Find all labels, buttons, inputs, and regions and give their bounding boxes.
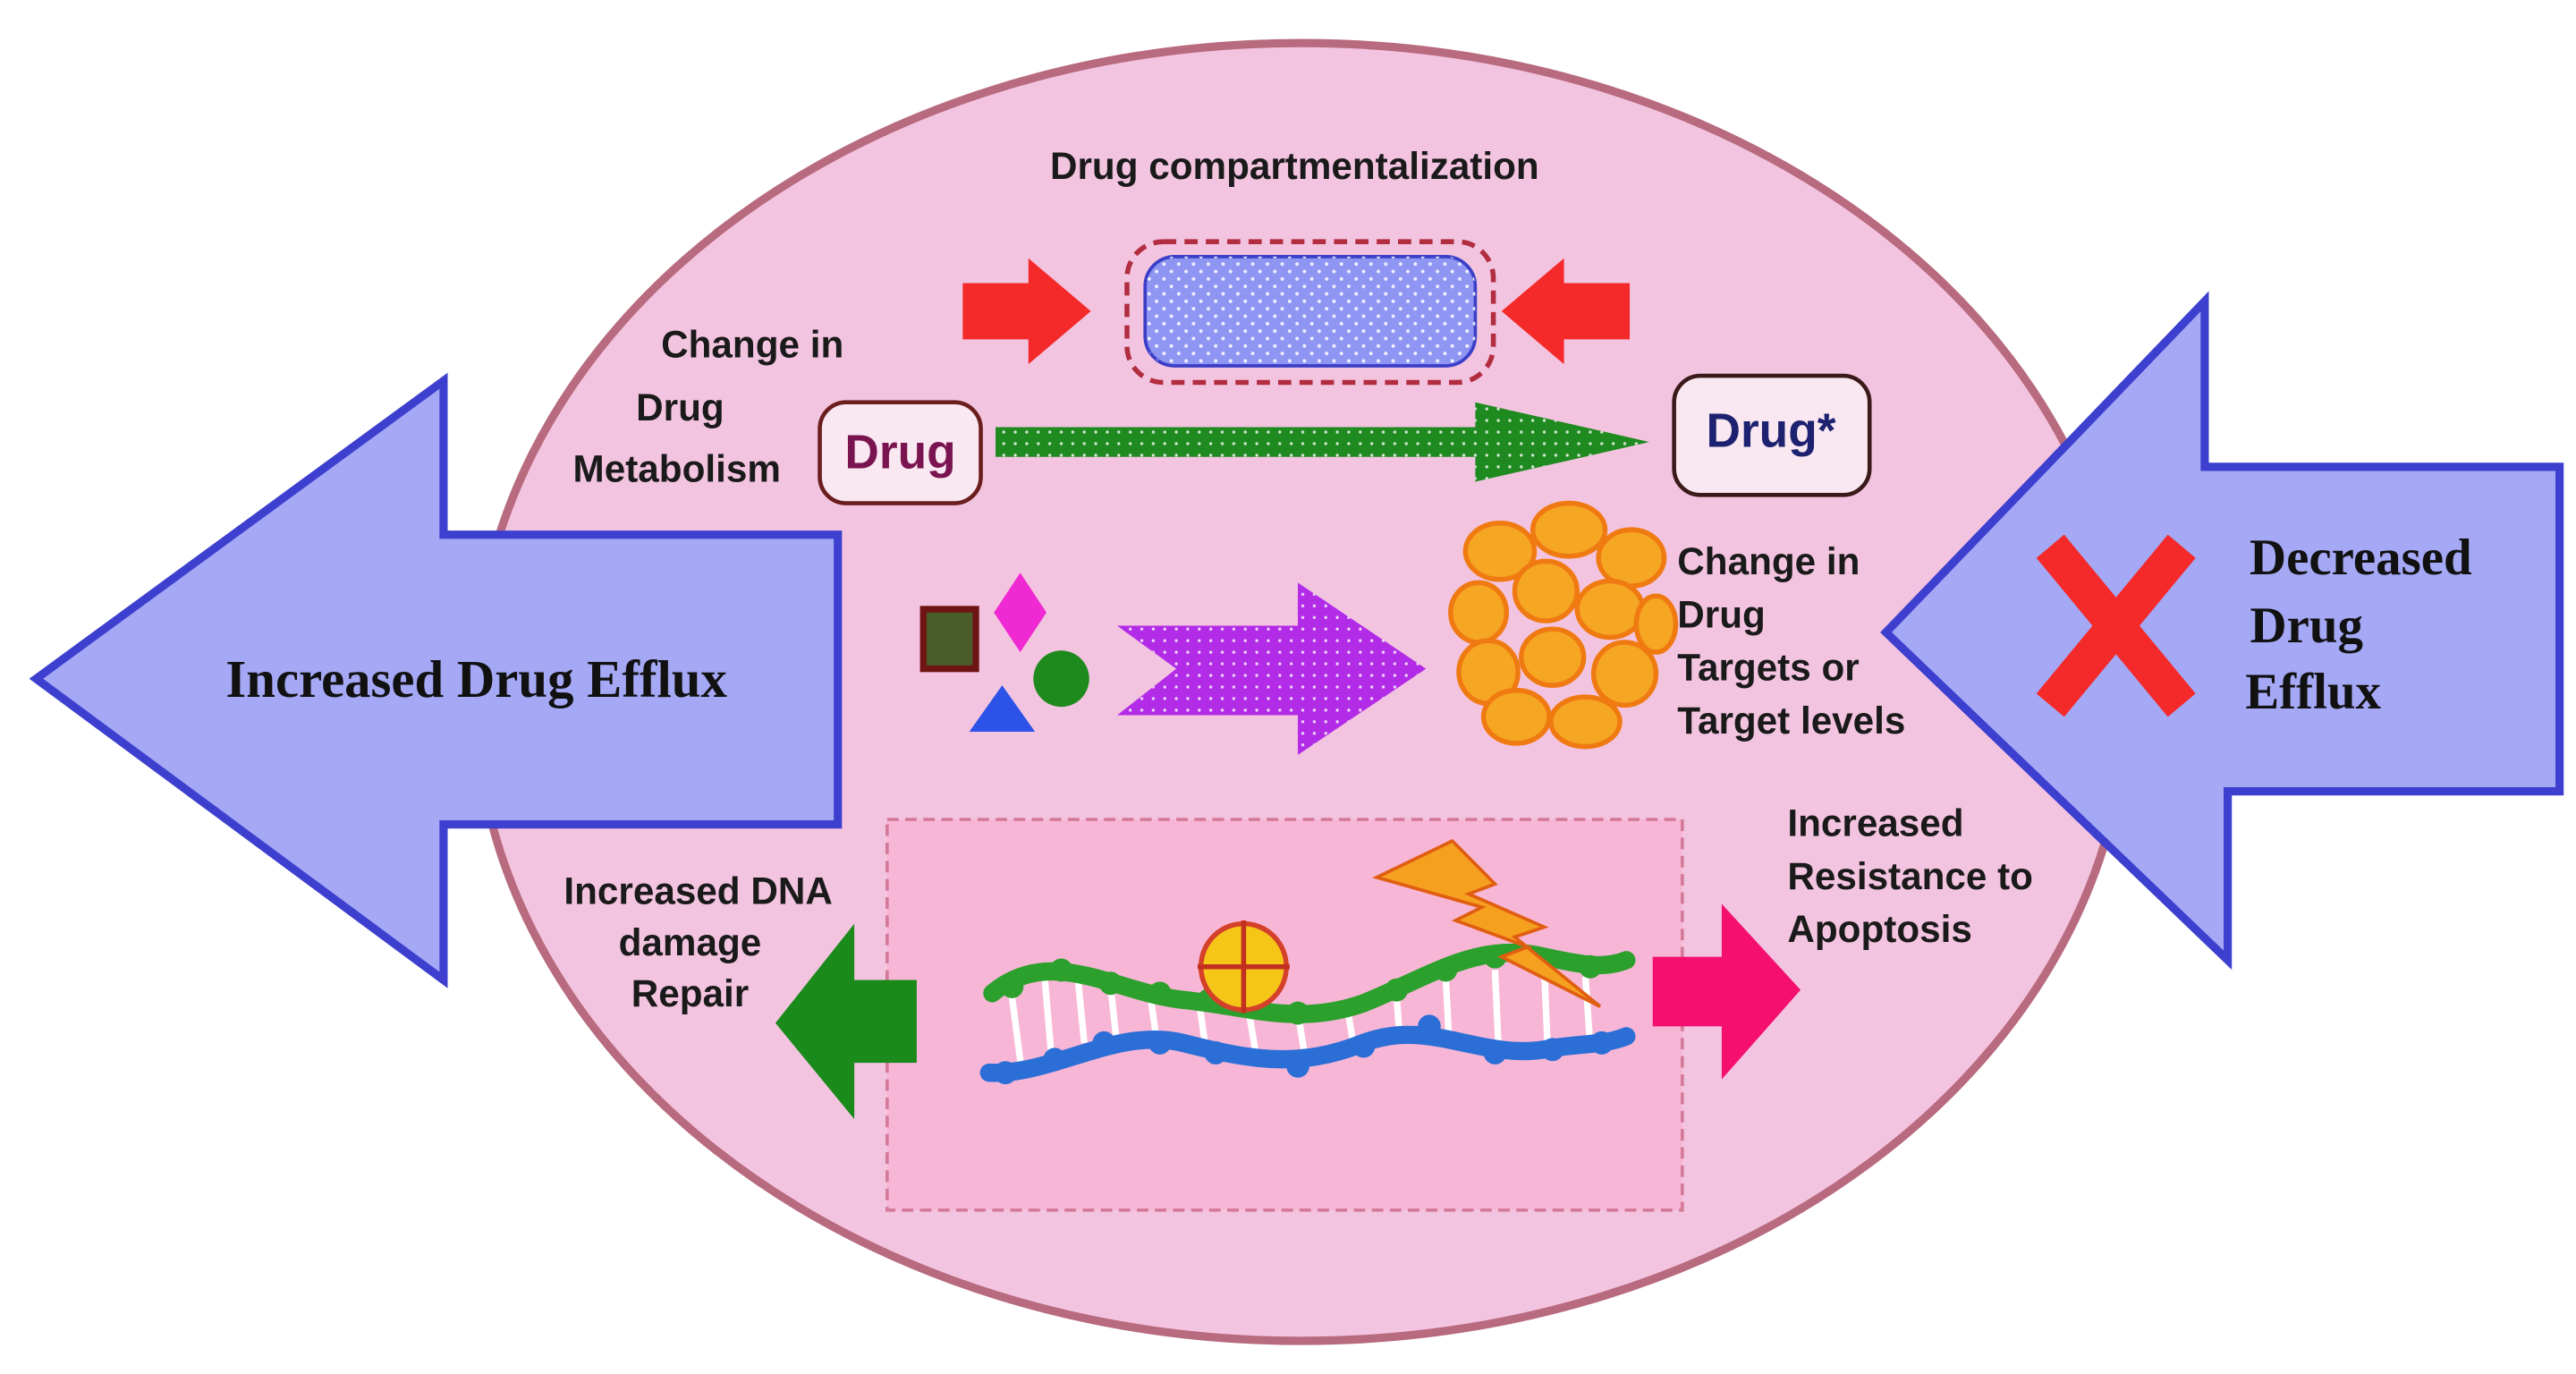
cell-cluster-icon — [1448, 500, 1679, 750]
green-repair-arrow — [775, 923, 917, 1120]
targets-label-4: Target levels — [1677, 700, 1905, 742]
metabolism-label-1: Change in — [661, 324, 843, 366]
compartment-label: Drug compartmentalization — [1050, 145, 1539, 187]
drug-box — [818, 400, 983, 505]
drug-star-label: Drug* — [1707, 404, 1836, 457]
lightning-bolt-icon — [1371, 838, 1602, 1008]
decreased-efflux-arrow — [1880, 291, 2564, 971]
red-arrow-right — [962, 258, 1091, 365]
apoptosis-label-1: Increased — [1787, 802, 1963, 844]
targets-label-1: Change in — [1677, 540, 1860, 582]
targets-label-3: Targets or — [1677, 646, 1859, 688]
decreased-efflux-label-2: Drug — [2250, 598, 2364, 654]
decreased-efflux-label-3: Efflux — [2245, 664, 2381, 720]
metabolism-label-3: Metabolism — [573, 447, 781, 489]
apoptosis-label-3: Apoptosis — [1787, 908, 1971, 950]
metabolism-label-2: Drug — [636, 386, 724, 428]
apoptosis-label-2: Resistance to — [1787, 855, 2033, 897]
decreased-efflux-label-1: Decreased — [2250, 530, 2472, 586]
target-crosshair-icon — [1197, 920, 1290, 1014]
dna-repair-label-1: Increased DNA — [564, 869, 832, 912]
drug-star-box — [1672, 373, 1872, 497]
pink-apoptosis-arrow — [1652, 903, 1801, 1080]
increased-efflux-label: Increased Drug Efflux — [225, 649, 727, 708]
targets-label-2: Drug — [1677, 593, 1766, 635]
dna-repair-label-2: damage — [619, 921, 762, 963]
circle-shape — [1033, 650, 1089, 708]
dna-helix-icon — [979, 920, 1636, 1085]
compartment-group — [1124, 239, 1496, 386]
increased-efflux-arrow — [29, 372, 843, 988]
drug-label: Drug — [844, 427, 955, 479]
triangle-shape — [969, 685, 1036, 732]
red-arrow-left — [1501, 258, 1631, 365]
dna-repair-label-3: Repair — [631, 972, 749, 1014]
red-x-icon — [2036, 534, 2196, 717]
compartment-outline — [1124, 239, 1496, 386]
square-shape — [919, 606, 979, 673]
